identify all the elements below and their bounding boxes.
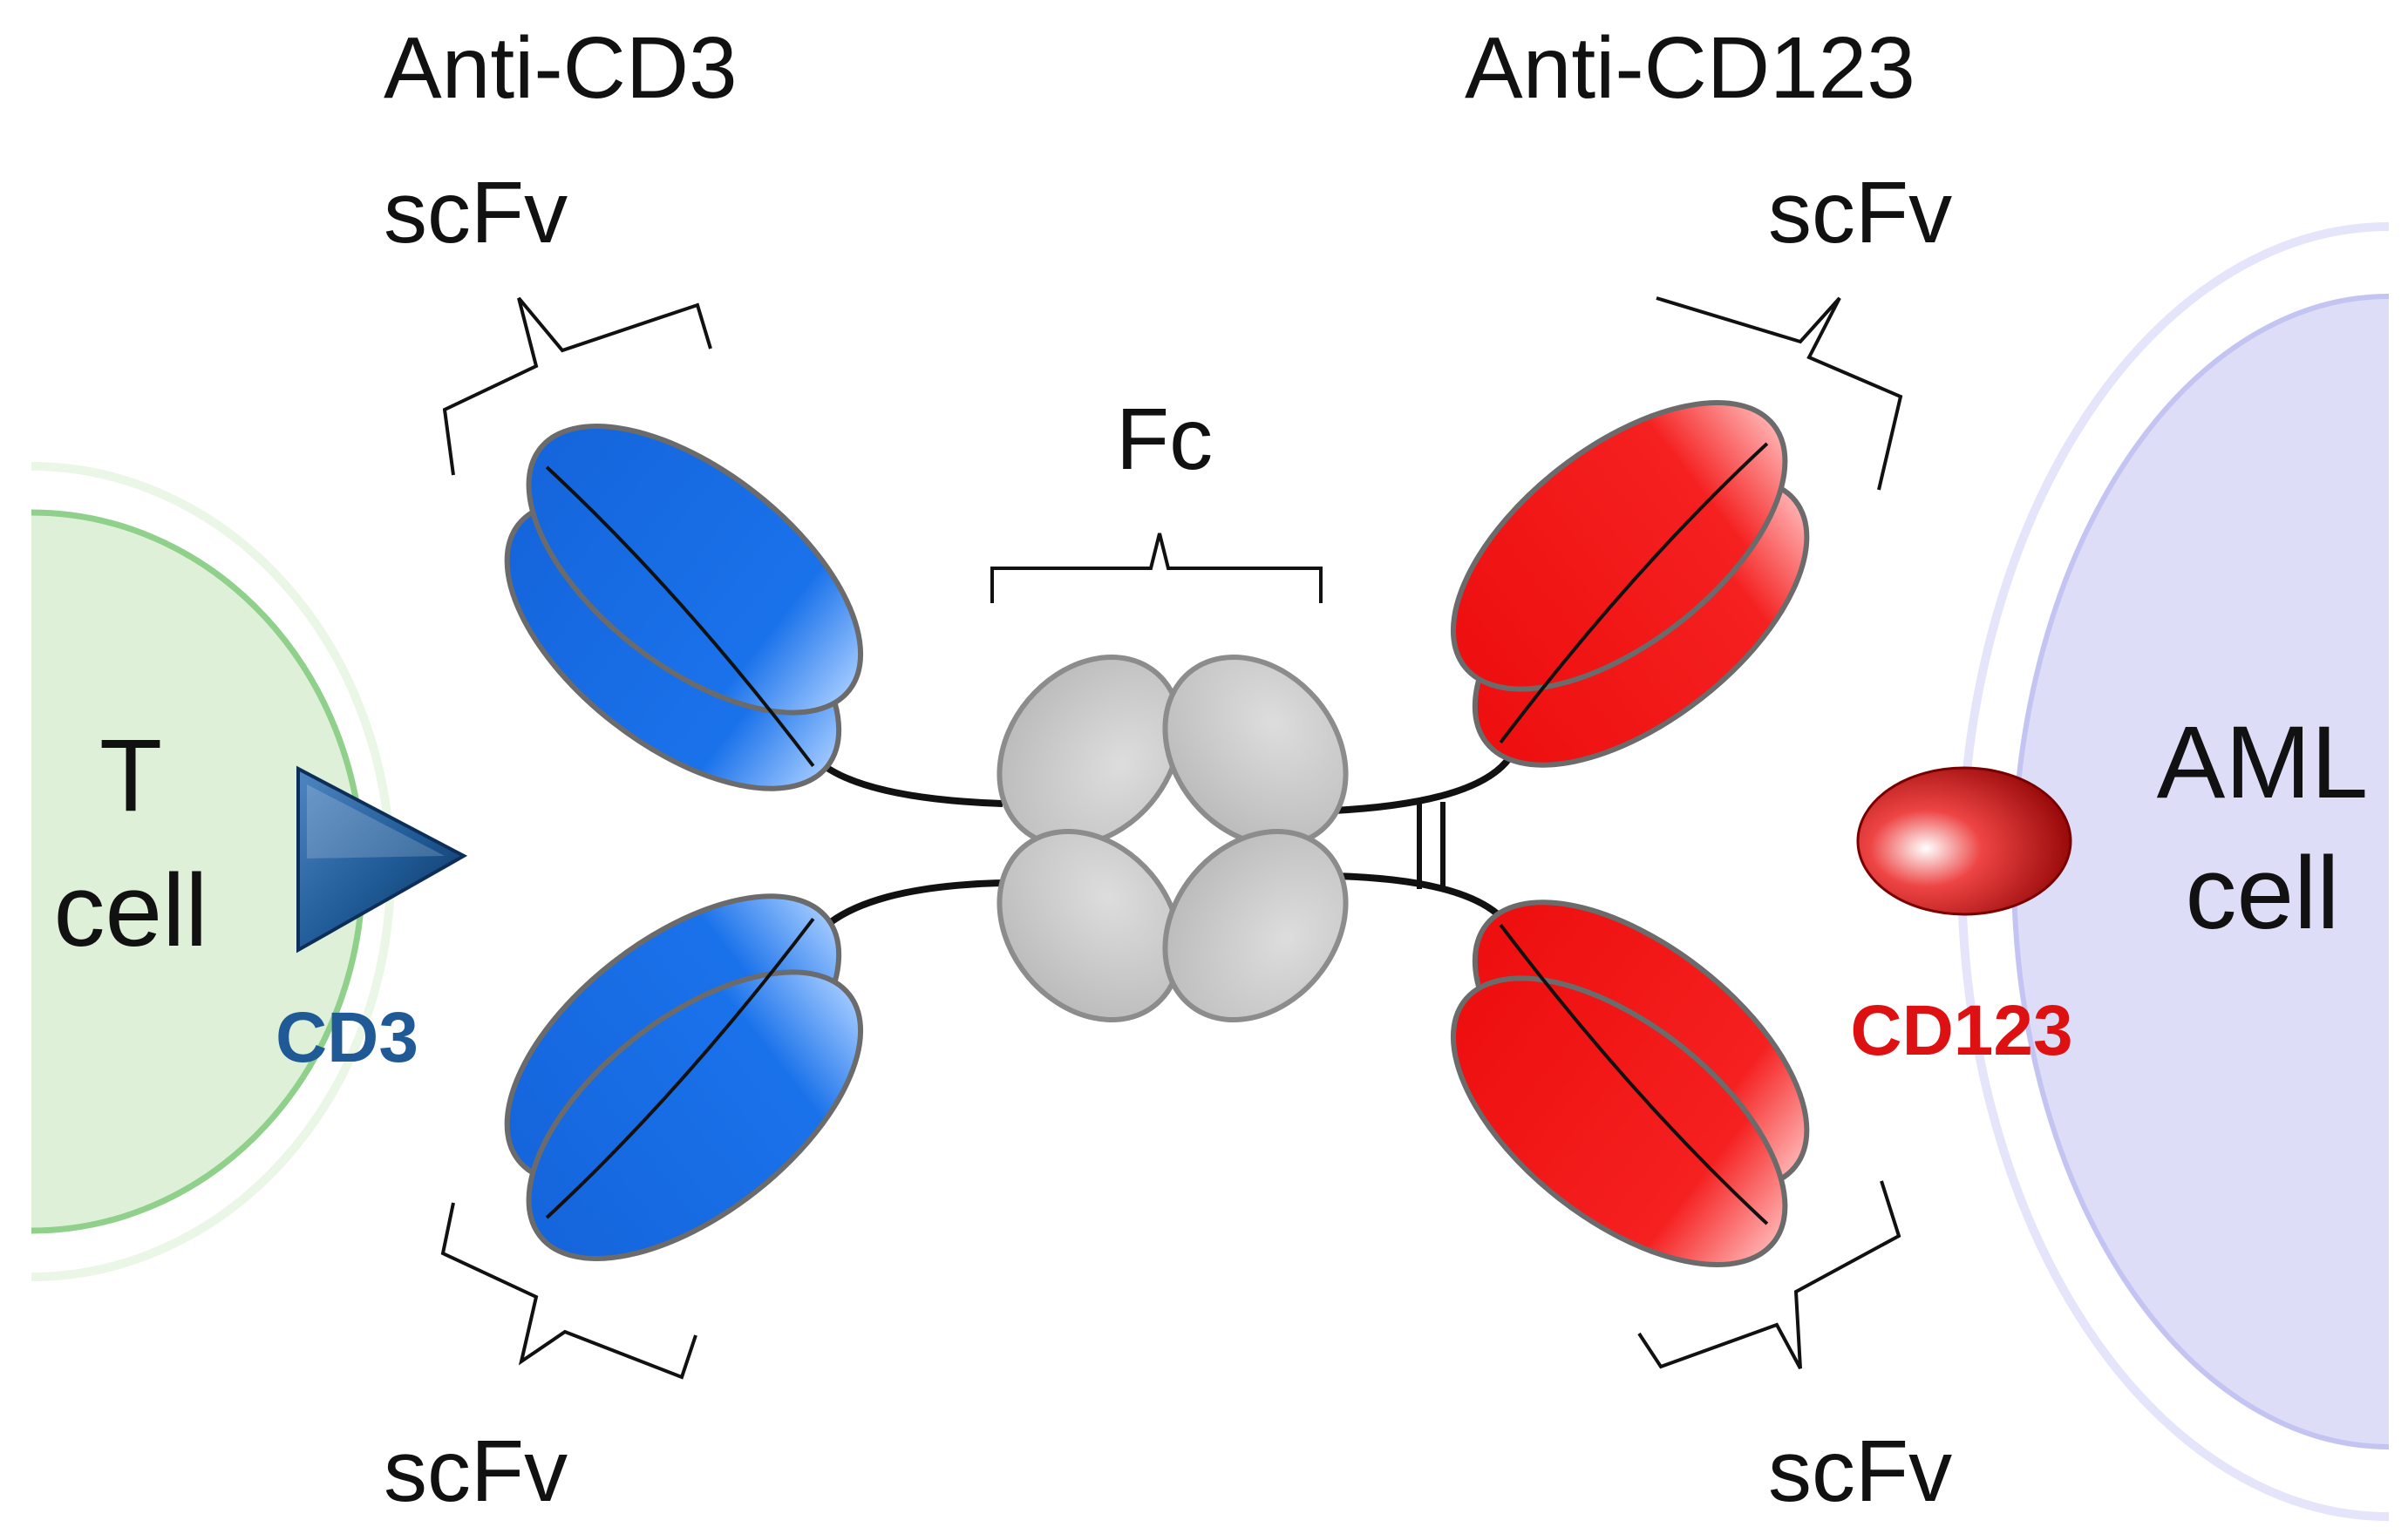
cd3-receptor-highlight [307, 784, 445, 859]
scfv-domain-front [526, 424, 864, 716]
anti-cd123-scfv-bottom [1450, 899, 1810, 1267]
bracket-fc [990, 533, 1323, 603]
linker-top-right [1333, 741, 1520, 814]
fc-domain [997, 654, 1349, 1023]
cd3-label: CD3 [275, 998, 418, 1077]
brackets [440, 296, 1903, 1380]
fc-label: Fc [1116, 390, 1213, 488]
scfv-bottom-right-label: scFv [1768, 1422, 1952, 1520]
anti-cd123-label: Anti-CD123 [1465, 19, 1915, 117]
fc-domain-bottom-left [997, 828, 1183, 1023]
aml-cell-label-2: cell [2185, 836, 2339, 951]
aml-cell-label: AML [2157, 705, 2369, 820]
scfv-domain-front [1450, 400, 1788, 692]
cd123-label: CD123 [1850, 991, 2072, 1070]
bracket-scfv-top-right [1656, 296, 1903, 491]
t-cell-label: T [99, 718, 162, 833]
scfv-domain-front [526, 969, 864, 1261]
bracket-scfv-bottom-left [440, 1202, 697, 1380]
scfv-domain-front [1450, 975, 1788, 1267]
anti-cd3-scfv-bottom [504, 893, 864, 1261]
fc-domain-top-left [997, 654, 1183, 849]
scfv-top-left-label: scFv [384, 164, 568, 261]
bracket-scfv-top-left [442, 296, 712, 476]
t-cell-label-2: cell [53, 853, 207, 968]
scfv-top-right-label: scFv [1768, 164, 1952, 261]
scfv-bottom-left-label: scFv [384, 1422, 568, 1520]
cd123-receptor [1856, 766, 2072, 916]
disulfide-bonds [1417, 802, 1445, 889]
cd3-receptor [296, 765, 468, 954]
anti-cd3-scfv-top [504, 424, 864, 791]
anti-cd123-scfv-top [1450, 400, 1810, 768]
anti-cd3-label: Anti-CD3 [384, 19, 738, 117]
fc-domain-top-right [1162, 654, 1349, 849]
bracket-scfv-bottom-right [1637, 1180, 1901, 1369]
fc-domain-bottom-right [1162, 828, 1349, 1023]
